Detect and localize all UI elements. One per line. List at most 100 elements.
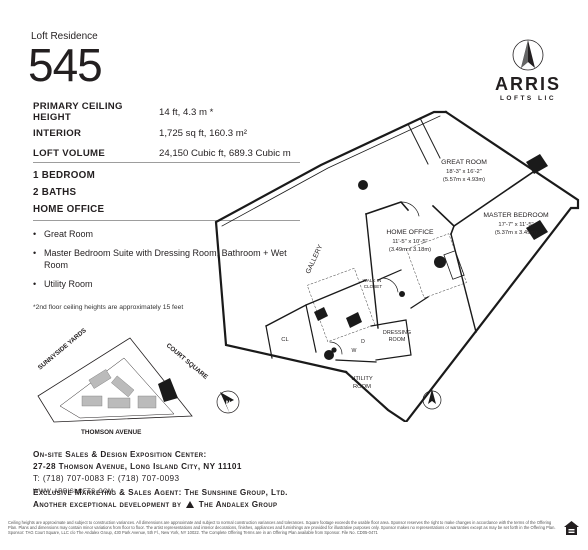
interior-wall — [452, 168, 538, 228]
structural-column — [358, 180, 368, 190]
utility-room-label: UTILITY — [351, 376, 373, 382]
structural-column — [434, 256, 446, 268]
interior-wall — [305, 304, 317, 353]
site-map: SUNNYSIDE YARDS COURT SQUARE THOMSON AVE… — [37, 327, 240, 436]
closet-label: CL — [281, 337, 289, 343]
developer-name: The Andalex Group — [198, 500, 278, 509]
exterior-wall — [214, 110, 448, 374]
interior-wall — [335, 359, 377, 363]
tub — [443, 250, 465, 280]
dressing-room-label: DRESSING — [383, 330, 411, 336]
summary-item: HOME OFFICE — [33, 204, 105, 215]
home-office-metric: (3.49m x 3.18m) — [389, 247, 431, 253]
master-bedroom-label: MASTER BEDROOM — [483, 212, 549, 219]
ceiling-footnote: *2nd floor ceiling heights are approxima… — [33, 304, 184, 311]
sales-center-heading: On-site Sales & Design Exposition Center… — [33, 450, 207, 459]
street-label-court-square: COURT SQUARE — [165, 342, 210, 381]
divider — [33, 220, 300, 221]
spec-table: PRIMARY CEILING HEIGHT 14 ft, 4.3 m * IN… — [33, 101, 300, 163]
unit-summary: 1 BEDROOM 2 BATHS HOME OFFICE — [33, 170, 104, 221]
walk-in-closet-label: CLOSET — [364, 284, 383, 289]
site-highlight — [158, 378, 178, 402]
floor-plan: GREAT ROOM 18'-3" x 16'-2" (5.57m x 4.93… — [214, 110, 580, 422]
feature-item: Utility Room — [33, 278, 303, 290]
structural-column — [526, 154, 548, 174]
home-office-dims: 11'-5" x 10'-5" — [392, 239, 427, 245]
door-swing — [329, 341, 343, 355]
exterior-wall — [221, 115, 441, 227]
sales-center-contact: On-site Sales & Design Exposition Center… — [33, 449, 242, 497]
utility-room-label: ROOM — [353, 384, 371, 390]
structural-column — [346, 312, 362, 328]
north-marker: N — [226, 401, 230, 407]
bath-tile — [406, 233, 467, 299]
sales-center-phones: T: (718) 707-0083 F: (718) 707-0093 — [33, 474, 180, 483]
developer-prefix: Another exceptional development by — [33, 500, 182, 509]
spec-row: INTERIOR 1,725 sq ft, 160.3 m² — [33, 123, 300, 143]
legal-disclaimer: Ceiling heights are approximate and subj… — [8, 520, 556, 535]
structural-column — [526, 220, 548, 240]
toilet — [331, 347, 337, 353]
kitchen-counter — [407, 123, 429, 165]
exterior-wall — [344, 110, 580, 422]
feature-list: Great Room Master Bedroom Suite with Dre… — [33, 228, 303, 297]
unit-number: 545 — [28, 39, 103, 91]
kitchen-counter — [419, 117, 441, 159]
unit-kicker: Loft Residence — [31, 31, 98, 42]
master-bedroom-dims: 17'-7" x 11'-5" — [498, 222, 533, 228]
door-swing — [381, 277, 399, 293]
structural-column — [314, 307, 328, 321]
site-building — [88, 369, 112, 389]
toilet — [399, 291, 405, 297]
spec-row: LOFT VOLUME 24,150 Cubic ft, 689.3 Cubic… — [33, 143, 300, 163]
agent-line: Exclusive Marketing & Sales Agent: The S… — [33, 488, 288, 497]
site-building — [111, 375, 135, 398]
spec-row: PRIMARY CEILING HEIGHT 14 ft, 4.3 m * — [33, 101, 300, 123]
great-room-dims: 18'-3" x 16'-2" — [446, 169, 482, 175]
interior-wall — [364, 201, 410, 216]
andalex-logo-icon — [186, 501, 195, 508]
dressing-room-label: ROOM — [389, 337, 406, 343]
street-label-thomson: THOMSON AVENUE — [81, 429, 142, 436]
arris-compass-logo-icon — [512, 39, 544, 71]
spec-value: 24,150 Cubic ft, 689.3 Cubic m — [159, 147, 291, 159]
interior-wall — [370, 319, 412, 361]
site-building — [81, 395, 103, 407]
divider — [33, 162, 300, 163]
compass-north-icon — [422, 389, 442, 410]
gallery-label: GALLERY — [305, 243, 325, 275]
door-swing — [400, 201, 420, 217]
equal-housing-icon — [564, 521, 579, 535]
summary-item: 1 BEDROOM — [33, 170, 96, 181]
site-building — [137, 395, 157, 409]
developer-line: Another exceptional development by The A… — [33, 499, 288, 511]
spec-value: 1,725 sq ft, 160.3 m² — [159, 127, 247, 139]
feature-item: Great Room — [33, 228, 303, 240]
site-block — [59, 357, 175, 419]
sales-center-address: 27-28 Thomson Avenue, Long Island City, … — [33, 462, 242, 471]
site-building — [107, 397, 131, 409]
interior-wall — [431, 204, 455, 236]
structural-column — [324, 350, 334, 360]
brand-subtitle: LOFTS LIC — [499, 95, 557, 102]
site-block — [37, 337, 193, 423]
great-room-metric: (5.57m x 4.93m) — [443, 177, 485, 183]
interior-wall — [377, 269, 402, 281]
website-link[interactable]: www.arrislofts.com — [33, 486, 114, 495]
street-label-sunnyside: SUNNYSIDE YARDS — [37, 327, 89, 372]
summary-item: 2 BATHS — [33, 187, 77, 198]
spec-key: INTERIOR — [33, 127, 82, 139]
feature-item: Master Bedroom Suite with Dressing Room,… — [33, 247, 303, 271]
compass-north-icon: N — [216, 390, 240, 414]
spec-key: PRIMARY CEILING HEIGHT — [33, 101, 123, 123]
dryer-label: D — [361, 339, 365, 345]
interior-wall — [450, 233, 477, 333]
spec-key: LOFT VOLUME — [33, 147, 106, 159]
interior-wall — [410, 296, 429, 309]
home-office-label: HOME OFFICE — [386, 229, 434, 236]
brand-name: ARRIS — [495, 74, 562, 94]
spec-value: 14 ft, 4.3 m * — [159, 106, 214, 118]
washer-label: W — [352, 348, 357, 354]
great-room-label: GREAT ROOM — [441, 159, 487, 166]
master-bedroom-metric: (5.37m x 3.49m) — [495, 230, 537, 236]
